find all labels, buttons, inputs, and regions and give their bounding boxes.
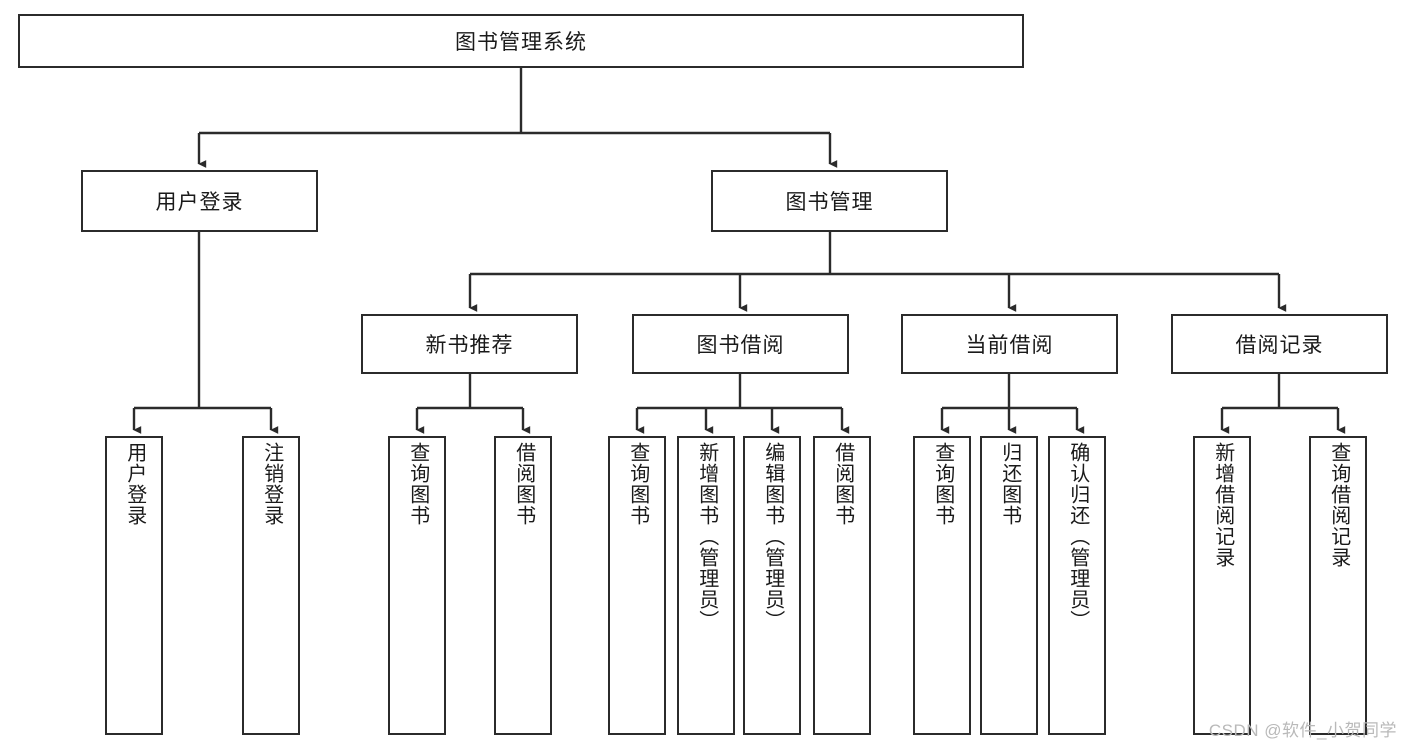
node-leaf-borrow-add[interactable]: 新增图书（管理员） (677, 436, 735, 735)
node-current-borrow[interactable]: 当前借阅 (901, 314, 1118, 374)
node-leaf-current-return[interactable]: 归还图书 (980, 436, 1038, 735)
node-leaf-user-logout[interactable]: 注销登录 (242, 436, 300, 735)
node-leaf-user-login[interactable]: 用户登录 (105, 436, 163, 735)
node-new-book-recommend[interactable]: 新书推荐 (361, 314, 578, 374)
node-label: 查询图书 (931, 442, 954, 526)
node-leaf-borrow-book[interactable]: 借阅图书 (813, 436, 871, 735)
node-label: 图书管理系统 (455, 31, 587, 54)
node-label: 图书借阅 (696, 334, 785, 357)
node-leaf-record-add[interactable]: 新增借阅记录 (1193, 436, 1251, 735)
node-leaf-record-query[interactable]: 查询借阅记录 (1309, 436, 1367, 735)
node-label: 查询借阅记录 (1327, 442, 1350, 568)
watermark: CSDN @软件_小贺同学 (1208, 721, 1397, 740)
node-label: 图书管理 (785, 191, 874, 214)
node-label: 新书推荐 (425, 334, 514, 357)
node-label: 借阅记录 (1235, 334, 1324, 357)
node-leaf-borrow-edit[interactable]: 编辑图书（管理员） (743, 436, 801, 735)
node-label: 查询图书 (626, 442, 649, 526)
node-leaf-newbook-query[interactable]: 查询图书 (388, 436, 446, 735)
node-label: 归还图书 (998, 442, 1021, 526)
node-leaf-current-query[interactable]: 查询图书 (913, 436, 971, 735)
node-label: 用户登录 (123, 442, 146, 526)
node-user-login[interactable]: 用户登录 (81, 170, 318, 232)
node-leaf-current-confirm-return[interactable]: 确认归还（管理员） (1048, 436, 1106, 735)
node-leaf-newbook-borrow[interactable]: 借阅图书 (494, 436, 552, 735)
node-label: 编辑图书（管理员） (761, 442, 784, 631)
node-label: 借阅图书 (831, 442, 854, 526)
node-borrow-record[interactable]: 借阅记录 (1171, 314, 1388, 374)
node-label: 新增图书（管理员） (695, 442, 718, 631)
node-label: 确认归还（管理员） (1066, 442, 1089, 631)
node-label: 查询图书 (406, 442, 429, 526)
node-book-management[interactable]: 图书管理 (711, 170, 948, 232)
node-root-system[interactable]: 图书管理系统 (18, 14, 1024, 68)
node-label: 当前借阅 (965, 334, 1054, 357)
node-label: 注销登录 (260, 442, 283, 526)
node-label: 新增借阅记录 (1211, 442, 1234, 568)
node-label: 用户登录 (155, 191, 244, 214)
node-book-borrow[interactable]: 图书借阅 (632, 314, 849, 374)
node-label: 借阅图书 (512, 442, 535, 526)
node-leaf-borrow-query[interactable]: 查询图书 (608, 436, 666, 735)
